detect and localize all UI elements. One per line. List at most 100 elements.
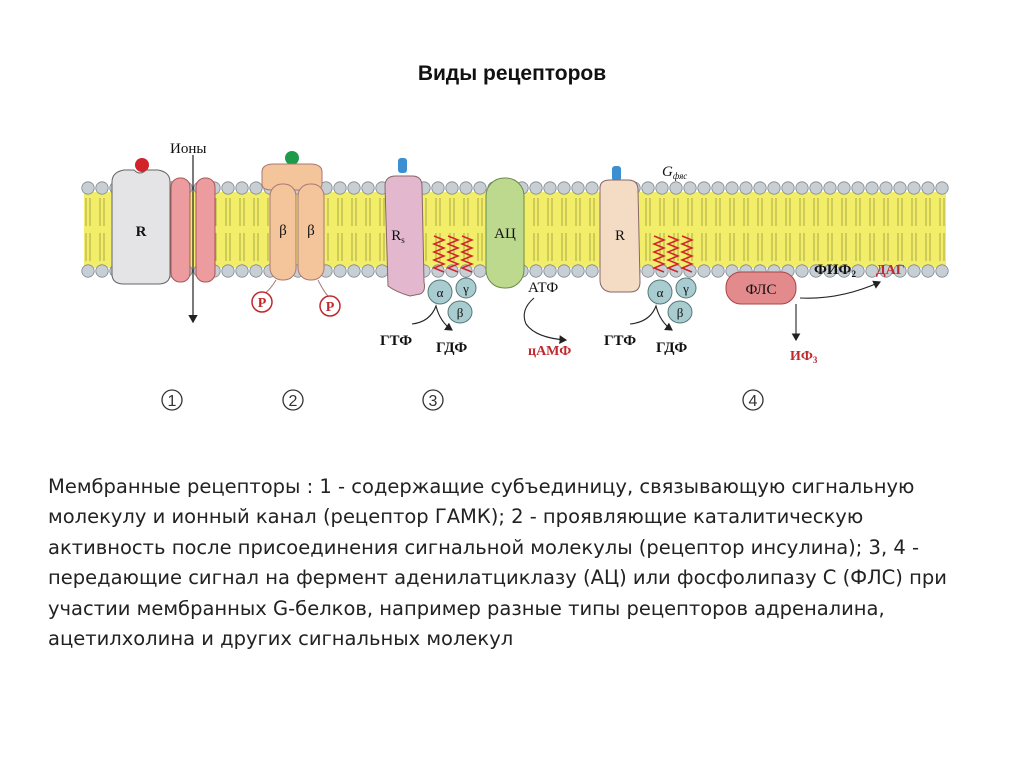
ligand-green xyxy=(285,151,299,165)
number-4: 4 xyxy=(749,393,758,410)
caption-line: Мембранные рецепторы : 1 - содержащие су… xyxy=(48,475,915,498)
lipid-head xyxy=(333,181,347,195)
lipid-head xyxy=(235,181,249,195)
lipid-head xyxy=(585,181,599,195)
zigzag-signal-2 xyxy=(445,235,461,273)
lipid-head xyxy=(529,264,543,278)
lipid-head xyxy=(459,181,473,195)
lipid-head xyxy=(893,264,907,278)
lipid-head xyxy=(543,181,557,195)
lipid-head xyxy=(935,181,949,195)
receptor-2-group: β β P P xyxy=(251,151,341,317)
g-beta-1 xyxy=(447,300,473,324)
lipid-head xyxy=(809,181,823,195)
lipid-head xyxy=(697,264,711,278)
caption-line: молекулу и ионный канал (рецептор ГАМК);… xyxy=(48,505,864,529)
lipid-head xyxy=(893,181,907,195)
gdf-label-2: ГДФ xyxy=(656,340,687,356)
lipid-head xyxy=(333,264,347,278)
g-beta-2 xyxy=(667,300,693,324)
lipid-head xyxy=(473,264,487,278)
lipid-head xyxy=(795,264,809,278)
lipid-head xyxy=(907,264,921,278)
camp-label: цАМФ xyxy=(528,344,571,359)
receptor-1-group: R Ионы xyxy=(111,141,216,324)
phosphate-left xyxy=(251,291,273,313)
number-3-circle xyxy=(422,389,444,411)
gtp-gdp-arrow-2 xyxy=(629,304,673,331)
gamma-2-label: γ xyxy=(682,281,689,296)
lipid-head xyxy=(235,264,249,278)
ligand-red xyxy=(135,158,149,172)
lipid-head xyxy=(921,181,935,195)
dag-label: ДАГ xyxy=(876,263,905,278)
ion-channel-right xyxy=(195,177,216,283)
lipid-head xyxy=(431,181,445,195)
beta-g-1-label: β xyxy=(457,305,464,320)
lipid-head xyxy=(347,181,361,195)
g-gamma-2 xyxy=(675,277,697,299)
number-3: 3 xyxy=(429,393,438,410)
lipid-head xyxy=(641,181,655,195)
lipid-head xyxy=(711,181,725,195)
lipid-head xyxy=(95,264,109,278)
r1-label: R xyxy=(136,224,147,240)
lipid-head xyxy=(361,181,375,195)
lipid-head xyxy=(837,264,851,278)
zigzag-signal-6 xyxy=(679,235,695,273)
lipid-head xyxy=(669,181,683,195)
receptor-numbers: 1 2 3 4 xyxy=(161,389,764,411)
ions-label: Ионы xyxy=(170,141,206,157)
lipid-head xyxy=(543,264,557,278)
adenylate-cyclase xyxy=(485,177,525,289)
lipid-head xyxy=(81,264,95,278)
alpha-1-label: α xyxy=(437,285,444,300)
lipid-head xyxy=(767,181,781,195)
lipid-head xyxy=(921,264,935,278)
lipid-head xyxy=(221,181,235,195)
pip2-dag-arrow xyxy=(799,280,882,299)
ligand-blue-1 xyxy=(398,158,407,173)
r2-label: R xyxy=(615,228,625,244)
phospho-link-right xyxy=(317,279,329,297)
gtp-gdp-arrow-1 xyxy=(411,304,453,331)
g-alpha-1 xyxy=(427,279,453,305)
lipid-head xyxy=(879,264,893,278)
phosphate-right-label: P xyxy=(326,300,335,315)
lipid-head xyxy=(683,181,697,195)
lipid-head xyxy=(641,264,655,278)
caption: Мембранные рецепторы : 1 - содержащие су… xyxy=(48,472,988,654)
ligand-blue-2 xyxy=(612,166,621,181)
alpha-subunit-top xyxy=(261,163,323,191)
phosphate-right xyxy=(319,295,341,317)
lipid-head xyxy=(361,264,375,278)
ion-channel-left xyxy=(170,177,191,283)
lipid-head xyxy=(935,264,949,278)
lipid-head xyxy=(907,181,921,195)
gtf-label-1: ГТФ xyxy=(380,333,412,349)
lipid-head xyxy=(879,181,893,195)
g-fls-label: Gфяс xyxy=(662,164,687,181)
lipid-head xyxy=(851,181,865,195)
lipid-head xyxy=(347,264,361,278)
atf-label: АТФ xyxy=(528,280,558,296)
lipid-head xyxy=(795,181,809,195)
lipid-head xyxy=(781,181,795,195)
ac-label: АЦ xyxy=(494,226,516,242)
receptor-r2 xyxy=(599,179,641,293)
zigzag-signal-1 xyxy=(431,235,447,273)
zigzag-signal-3 xyxy=(459,235,475,273)
slide-title: Виды рецепторов xyxy=(417,62,607,85)
phospho-link-left xyxy=(263,279,277,295)
number-4-circle xyxy=(742,389,764,411)
lipid-head xyxy=(529,181,543,195)
lipid-head xyxy=(375,264,389,278)
lipid-head xyxy=(221,264,235,278)
lipid-head xyxy=(571,181,585,195)
lipid-head xyxy=(837,181,851,195)
lipid-head xyxy=(557,181,571,195)
lipid-head xyxy=(249,181,263,195)
lipid-head xyxy=(557,264,571,278)
fif-label: ФИФ2 xyxy=(814,262,856,279)
g-gamma-1 xyxy=(455,277,477,299)
